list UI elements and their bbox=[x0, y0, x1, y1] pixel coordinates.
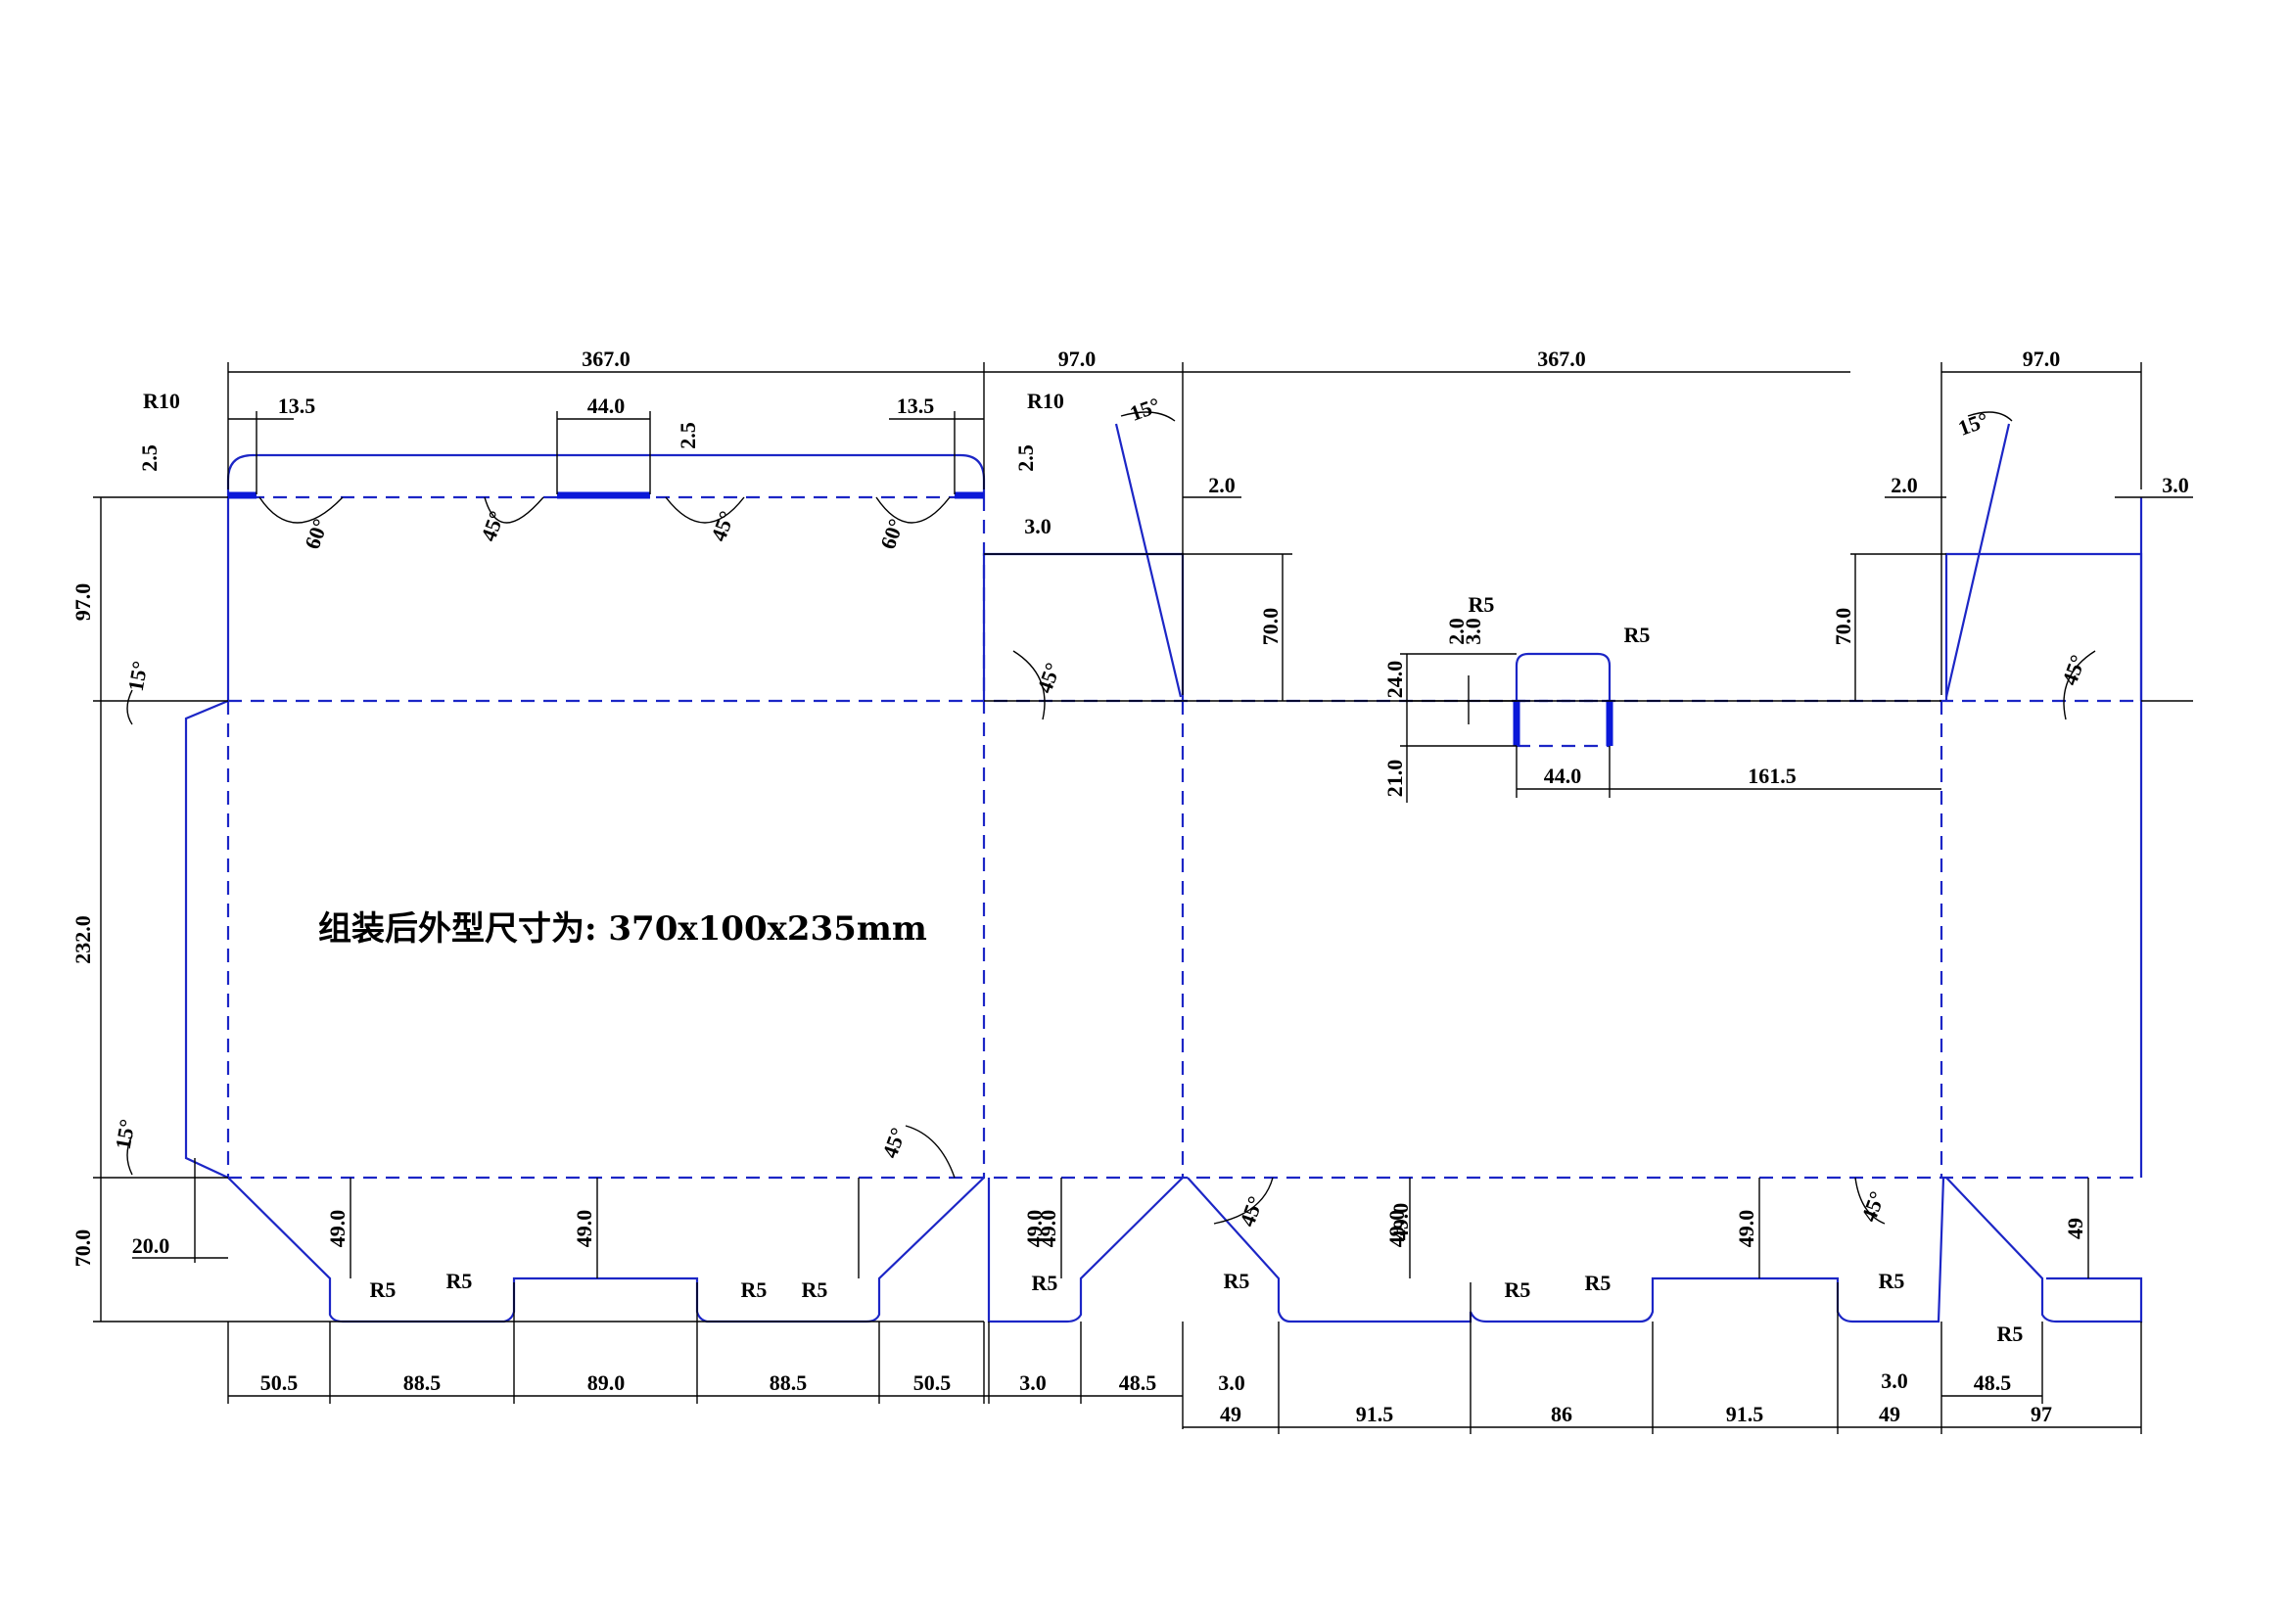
dim-small-label: 3.0 bbox=[1024, 514, 1052, 538]
slot-marks bbox=[228, 491, 1613, 746]
angle-label: 45° bbox=[1032, 660, 1065, 697]
assembled-size-note: 组装后外型尺寸为: 370x100x235mm bbox=[318, 909, 927, 949]
vertical-dim-label: 21.0 bbox=[1382, 760, 1407, 798]
angle-label: 60° bbox=[300, 516, 333, 553]
cut-lines bbox=[184, 423, 2143, 1323]
radius-label: R5 bbox=[370, 1277, 397, 1302]
dim-bottom-label: 48.5 bbox=[1974, 1370, 2012, 1395]
vertical-dim-label: 232.0 bbox=[70, 915, 95, 964]
vertical-dim-label: 49.0 bbox=[1388, 1203, 1413, 1241]
dim-small-label: 13.5 bbox=[897, 394, 935, 418]
angle-label: 45° bbox=[706, 508, 739, 545]
dim-top-label: 367.0 bbox=[1537, 347, 1586, 371]
dim-bottom-label: 50.5 bbox=[260, 1370, 299, 1395]
dim-top-label: 97.0 bbox=[2023, 347, 2061, 371]
vertical-dim-label: 24.0 bbox=[1382, 661, 1407, 699]
radius-label: R5 bbox=[446, 1269, 473, 1293]
radius-label: R5 bbox=[741, 1277, 768, 1302]
angle-label: 45° bbox=[2057, 652, 2090, 689]
dim-bottom-label: 88.5 bbox=[770, 1370, 808, 1395]
radius-label: R5 bbox=[1997, 1322, 2024, 1346]
handle-width-label: 44.0 bbox=[1544, 764, 1582, 788]
angle-label: 15° bbox=[1127, 393, 1164, 426]
dim-bottom2-label: 49 bbox=[1220, 1402, 1241, 1426]
dim-bottom-label: 3.0 bbox=[1881, 1369, 1908, 1393]
dim-bottom2-label: 86 bbox=[1551, 1402, 1572, 1426]
dim-bottom-label: 50.5 bbox=[913, 1370, 952, 1395]
glue-flap-width-label: 20.0 bbox=[132, 1233, 170, 1258]
dim-small-label: 13.5 bbox=[278, 394, 316, 418]
handle-offset-label: 161.5 bbox=[1748, 764, 1797, 788]
radius-label: R5 bbox=[1224, 1269, 1250, 1293]
vertical-dim-label: 49.0 bbox=[1022, 1210, 1047, 1248]
vertical-dim-label: 2.0 bbox=[1444, 618, 1469, 645]
angle-arcs bbox=[126, 411, 2096, 1225]
angle-label: 45° bbox=[877, 1125, 911, 1162]
angle-label: 15° bbox=[111, 1117, 140, 1151]
dim-bottom2-label: 91.5 bbox=[1726, 1402, 1764, 1426]
dim-bottom-label: 88.5 bbox=[403, 1370, 442, 1395]
vertical-dim-label: 49.0 bbox=[1734, 1210, 1758, 1248]
dim-small-label: 2.5 bbox=[1013, 444, 1038, 472]
dim-bottom-label: 3.0 bbox=[1218, 1370, 1245, 1395]
radius-label: R10 bbox=[1027, 389, 1064, 413]
vertical-dim-label: 49.0 bbox=[1384, 1210, 1409, 1248]
vertical-dim-label: 49.0 bbox=[1036, 1210, 1060, 1248]
angle-label: 15° bbox=[123, 659, 153, 693]
vertical-dim-label: 97.0 bbox=[70, 583, 95, 622]
dim-small-label: 2.5 bbox=[137, 444, 162, 472]
dim-bottom-label: 3.0 bbox=[1019, 1370, 1047, 1395]
vertical-dim-label: 70.0 bbox=[70, 1230, 95, 1268]
radius-label: R5 bbox=[1585, 1271, 1612, 1295]
dim-bottom2-label: 91.5 bbox=[1356, 1402, 1394, 1426]
dim-bottom2-label: 49 bbox=[1879, 1402, 1900, 1426]
vertical-dim-label: 49 bbox=[2063, 1218, 2087, 1239]
radius-label: R10 bbox=[143, 389, 180, 413]
radius-label: R5 bbox=[1624, 623, 1651, 647]
dim-bottom-label: 89.0 bbox=[587, 1370, 626, 1395]
vertical-dim-label: 49.0 bbox=[572, 1210, 596, 1248]
vertical-dim-label: 70.0 bbox=[1831, 608, 1855, 646]
dimension-labels: 367.0 97.0 367.0 97.0 13.5 44.0 13.5 2.5 2.5 2.5 2… bbox=[70, 347, 2189, 1426]
angle-label: 45° bbox=[476, 508, 509, 545]
dim-small-label: 3.0 bbox=[1461, 618, 1485, 645]
dim-small-label: 2.5 bbox=[676, 422, 700, 449]
dim-bottom-label: 48.5 bbox=[1119, 1370, 1157, 1395]
dim-small-label: 3.0 bbox=[2162, 473, 2189, 497]
vertical-dim-label: 49.0 bbox=[325, 1210, 350, 1248]
dim-small-label: 2.0 bbox=[1208, 473, 1236, 497]
radius-label: R5 bbox=[802, 1277, 828, 1302]
radius-label: R5 bbox=[1469, 592, 1495, 617]
dim-small-label: 44.0 bbox=[587, 394, 626, 418]
angle-label: 45° bbox=[1856, 1188, 1890, 1226]
vertical-dim-label: 70.0 bbox=[1258, 608, 1283, 646]
dim-small-label: 2.0 bbox=[1891, 473, 1918, 497]
radius-label: R5 bbox=[1505, 1277, 1531, 1302]
radius-label: R5 bbox=[1032, 1271, 1058, 1295]
dim-bottom2-label: 97 bbox=[2031, 1402, 2052, 1426]
dimension-lines bbox=[93, 362, 2193, 1434]
crease-lines bbox=[226, 495, 2141, 1180]
dim-top-label: 367.0 bbox=[582, 347, 631, 371]
dim-top-label: 97.0 bbox=[1058, 347, 1097, 371]
radius-label: R5 bbox=[1879, 1269, 1905, 1293]
